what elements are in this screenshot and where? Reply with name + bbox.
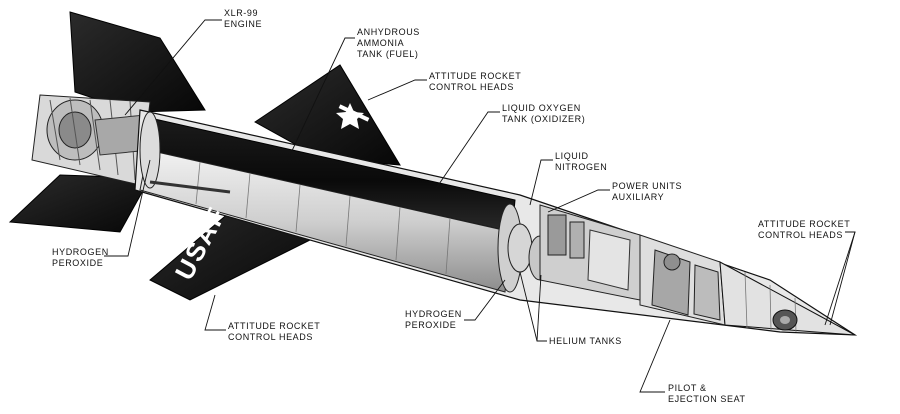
label-line: ATTITUDE ROCKET bbox=[429, 71, 522, 81]
label-line: CONTROL HEADS bbox=[228, 332, 313, 342]
nose bbox=[719, 261, 856, 336]
label-line: ATTITUDE ROCKET bbox=[228, 321, 321, 331]
label-line: PILOT & bbox=[668, 383, 707, 393]
star-insignia bbox=[336, 103, 370, 129]
label-line: EJECTION SEAT bbox=[668, 394, 746, 404]
label-line: TANK (OXIDIZER) bbox=[502, 114, 586, 124]
label-lox-tank: LIQUID OXYGEN TANK (OXIDIZER) bbox=[502, 103, 585, 125]
label-line: POWER UNITS bbox=[612, 181, 683, 191]
tank-dome-rear bbox=[139, 111, 161, 189]
label-line: CONTROL HEADS bbox=[429, 82, 514, 92]
label-line: CONTROL HEADS bbox=[758, 230, 843, 240]
label-line: AUXILIARY bbox=[612, 192, 665, 202]
label-ammonia-tank: ANHYDROUS AMMONIA TANK (FUEL) bbox=[357, 27, 420, 60]
label-attitude-rocket-wing: ATTITUDE ROCKET CONTROL HEADS bbox=[228, 321, 320, 343]
engine-bay bbox=[31, 94, 151, 186]
label-power-units: POWER UNITS AUXILIARY bbox=[612, 181, 682, 203]
label-xlr99-engine: XLR-99 ENGINE bbox=[224, 8, 262, 30]
label-line: NITROGEN bbox=[555, 162, 608, 172]
label-pilot-seat: PILOT & EJECTION SEAT bbox=[668, 383, 746, 405]
label-line: HYDROGEN bbox=[405, 309, 462, 319]
upper-tail-fin bbox=[69, 11, 206, 113]
label-line: ATTITUDE ROCKET bbox=[758, 219, 851, 229]
label-hydrogen-peroxide-left: HYDROGEN PEROXIDE bbox=[52, 247, 109, 269]
lower-tail-fin bbox=[8, 174, 151, 233]
callout-lines bbox=[104, 19, 856, 393]
label-line: XLR-99 bbox=[224, 8, 259, 18]
cockpit bbox=[639, 234, 726, 326]
tank-ribs bbox=[195, 161, 451, 275]
label-attitude-rocket-top: ATTITUDE ROCKET CONTROL HEADS bbox=[429, 71, 521, 93]
label-hydrogen-peroxide-center: HYDROGEN PEROXIDE bbox=[405, 309, 462, 331]
label-line: LIQUID OXYGEN bbox=[502, 103, 581, 113]
label-line: HYDROGEN bbox=[52, 247, 109, 257]
label-liquid-nitrogen: LIQUID NITROGEN bbox=[555, 151, 607, 173]
label-line: PEROXIDE bbox=[405, 320, 457, 330]
label-line: ANHYDROUS bbox=[357, 27, 420, 37]
helium-tank-1 bbox=[507, 223, 533, 273]
label-attitude-rocket-nose: ATTITUDE ROCKET CONTROL HEADS bbox=[758, 219, 850, 241]
label-helium-tanks: HELIUM TANKS bbox=[549, 336, 622, 347]
label-line: LIQUID bbox=[555, 151, 589, 161]
label-line: PEROXIDE bbox=[52, 258, 104, 268]
label-line: TANK (FUEL) bbox=[357, 49, 419, 59]
label-line: HELIUM TANKS bbox=[549, 336, 622, 346]
equipment-bay bbox=[539, 204, 641, 301]
h2o2-line bbox=[149, 180, 231, 194]
label-line: AMMONIA bbox=[357, 38, 405, 48]
label-line: ENGINE bbox=[224, 19, 263, 29]
